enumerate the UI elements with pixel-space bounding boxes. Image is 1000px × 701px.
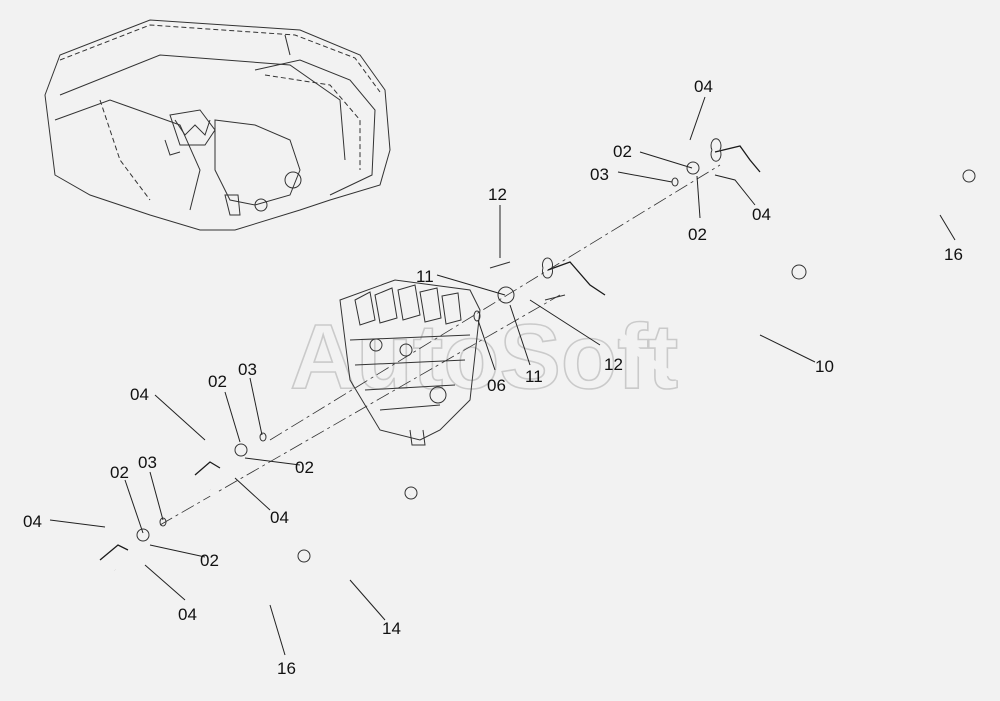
label-04: 04 xyxy=(130,385,149,404)
center-axes xyxy=(159,164,721,526)
label-02: 02 xyxy=(688,225,707,244)
label-02: 02 xyxy=(110,463,129,482)
label-16: 16 xyxy=(277,659,296,678)
label-12: 12 xyxy=(604,355,623,374)
label-14: 14 xyxy=(382,619,401,638)
label-04: 04 xyxy=(178,605,197,624)
label-11: 11 xyxy=(525,367,543,386)
label-11: 11 xyxy=(416,267,434,286)
label-02: 02 xyxy=(200,551,219,570)
label-02: 02 xyxy=(208,372,227,391)
label-02: 02 xyxy=(295,458,314,477)
label-03: 03 xyxy=(138,453,157,472)
label-03: 03 xyxy=(238,360,257,379)
hose-16-lower xyxy=(99,517,311,672)
leader-lines xyxy=(49,96,956,656)
label-10: 10 xyxy=(815,357,834,376)
label-04: 04 xyxy=(23,512,42,531)
label-16: 16 xyxy=(944,245,963,264)
hose-16-upper xyxy=(671,138,976,255)
machine-locator-sketch xyxy=(44,19,391,231)
label-04: 04 xyxy=(270,508,289,527)
label-12: 12 xyxy=(488,185,507,204)
label-03: 03 xyxy=(590,165,609,184)
label-04: 04 xyxy=(752,205,771,224)
label-06: 06 xyxy=(487,376,506,395)
label-02: 02 xyxy=(613,142,632,161)
label-04: 04 xyxy=(694,77,713,96)
part-labels: 04 02 03 02 04 16 12 11 06 11 12 10 04 0… xyxy=(23,77,963,678)
hose-10 xyxy=(473,257,807,385)
hose-14 xyxy=(194,432,418,584)
control-valve-assembly xyxy=(339,279,481,446)
